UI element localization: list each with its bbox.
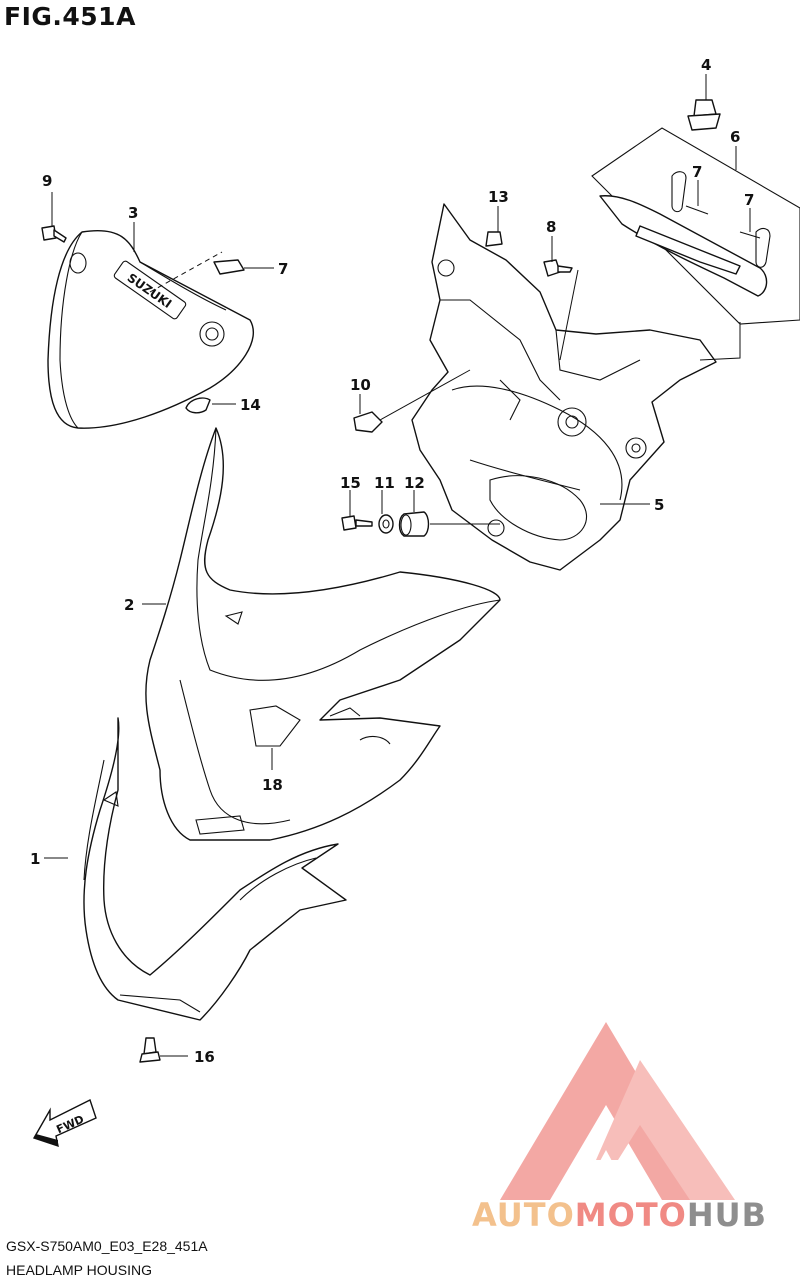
callout-17: 16 <box>194 1048 215 1066</box>
part-11-nut <box>353 411 383 433</box>
callout-14: 13 <box>488 188 509 206</box>
figure-title: FIG.451A <box>4 2 136 31</box>
callout-7b: 7 <box>744 191 754 209</box>
callout-2: 2 <box>124 596 134 614</box>
callout-4: 4 <box>701 56 711 74</box>
part-10-screw <box>41 225 67 243</box>
callout-9: 8 <box>546 218 556 236</box>
fwd-arrow-icon: FWD <box>32 1099 97 1148</box>
callout-15: 14 <box>240 396 261 414</box>
part-14-clip <box>485 231 503 247</box>
leader-lines <box>44 74 751 1057</box>
callout-5: 5 <box>654 496 664 514</box>
part-13-grommet <box>398 511 430 537</box>
watermark-moto: MOTO <box>574 1196 687 1234</box>
figure-caption: HEADLAMP HOUSING <box>6 1262 152 1278</box>
callout-3: 3 <box>128 204 138 222</box>
callout-6: 6 <box>730 128 740 146</box>
figure-code: GSX-S750AM0_E03_E28_451A <box>6 1238 208 1254</box>
part-12-collar <box>378 514 394 534</box>
watermark-logo <box>500 1022 735 1200</box>
callout-11: 10 <box>350 376 371 394</box>
callout-10: 9 <box>42 172 52 190</box>
part-15-clip <box>185 397 211 414</box>
callout-16: 15 <box>340 474 361 492</box>
part-6-bracket-group <box>591 127 800 325</box>
part-2-front-cowl <box>145 427 501 841</box>
callout-8: 7 <box>278 260 288 278</box>
part-8-pad <box>213 259 245 275</box>
part-9-bolt <box>543 259 573 277</box>
watermark-hub: HUB <box>686 1196 768 1234</box>
callout-13: 12 <box>404 474 425 492</box>
part-5-headlamp-stay <box>411 203 717 571</box>
part-3-visor: SUZUKI <box>47 230 255 429</box>
part-1-lower-cover <box>83 717 347 1021</box>
part-4-grommet <box>687 99 721 131</box>
callout-12: 11 <box>374 474 395 492</box>
callout-18: 18 <box>262 776 283 794</box>
callout-labels: 9 3 7 14 4 6 7 7 13 8 10 15 11 12 5 2 18… <box>30 56 754 1066</box>
callout-7a: 7 <box>692 163 702 181</box>
callout-1: 1 <box>30 850 40 868</box>
watermark-text: AUTOMOTOHUB <box>472 1196 767 1234</box>
part-16-bolt <box>341 515 373 531</box>
watermark-auto: AUTO <box>472 1196 575 1234</box>
part-17-screw <box>139 1037 161 1063</box>
